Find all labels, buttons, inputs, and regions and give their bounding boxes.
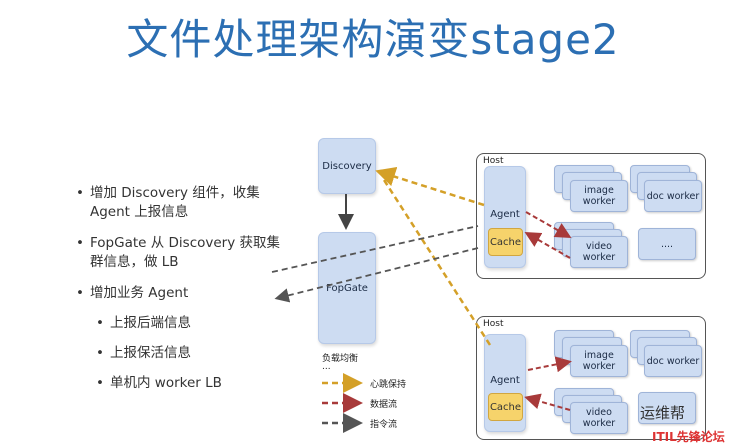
watermark-brand: 运维帮 xyxy=(640,404,686,422)
doc-worker-1: doc worker xyxy=(644,180,702,212)
bullet-line: Agent 上报信息 xyxy=(90,204,189,220)
heartbeat-arrow-host2 xyxy=(382,179,492,346)
bullet-line: FopGate 从 Discovery 获取集 xyxy=(90,235,281,251)
doc-worker-label: doc worker xyxy=(646,355,700,367)
cache-label: Cache xyxy=(489,236,522,248)
image-worker-label: image worker xyxy=(582,185,616,207)
heartbeat-arrow-host1 xyxy=(375,167,485,207)
discovery-node: Discovery xyxy=(318,138,376,194)
bullet-line: 单机内 worker LB xyxy=(110,375,222,391)
more-workers-1: .... xyxy=(638,228,696,260)
video-worker-label: video worker xyxy=(582,241,616,263)
lb-note-dots: ... xyxy=(322,362,331,372)
video-worker-1: video worker xyxy=(570,236,628,268)
legend-heartbeat-label: 心跳保持 xyxy=(370,380,407,390)
image-worker-2: image worker xyxy=(570,345,628,377)
fopgate-label: FopGate xyxy=(326,282,368,294)
image-worker-label: image worker xyxy=(582,350,616,372)
host-label: Host xyxy=(483,319,504,329)
bullet-line: 增加 Discovery 组件，收集 xyxy=(90,185,260,201)
cache-label: Cache xyxy=(489,401,522,413)
watermark-forum: ITIL先锋论坛 xyxy=(652,430,725,444)
video-worker-label: video worker xyxy=(582,407,616,429)
command-flow-out xyxy=(274,247,479,303)
legend-dataflow-label: 数据流 xyxy=(370,400,398,410)
image-worker-1: image worker xyxy=(570,180,628,212)
bullet-line: 增加业务 Agent xyxy=(90,285,189,301)
more-workers-2 xyxy=(638,392,696,424)
doc-worker-label: doc worker xyxy=(646,190,700,202)
cache-node-1: Cache xyxy=(488,228,523,256)
discovery-label: Discovery xyxy=(322,160,372,172)
more-label: .... xyxy=(660,238,674,250)
lb-note: 负载均衡 xyxy=(322,354,359,364)
host-label: Host xyxy=(483,156,504,166)
fopgate-node: FopGate xyxy=(318,232,376,344)
cache-node-2: Cache xyxy=(488,393,523,421)
bullet-line: 上报保活信息 xyxy=(110,345,191,361)
bullet-line: 上报后端信息 xyxy=(110,315,191,331)
agent-label: Agent xyxy=(490,209,520,220)
agent-label: Agent xyxy=(490,375,520,386)
video-worker-2: video worker xyxy=(570,402,628,434)
doc-worker-2: doc worker xyxy=(644,345,702,377)
bullet-line: 群信息，做 LB xyxy=(90,254,179,270)
legend-command-label: 指令流 xyxy=(370,420,398,430)
page-title: 文件处理架构演变stage2 xyxy=(126,15,620,64)
